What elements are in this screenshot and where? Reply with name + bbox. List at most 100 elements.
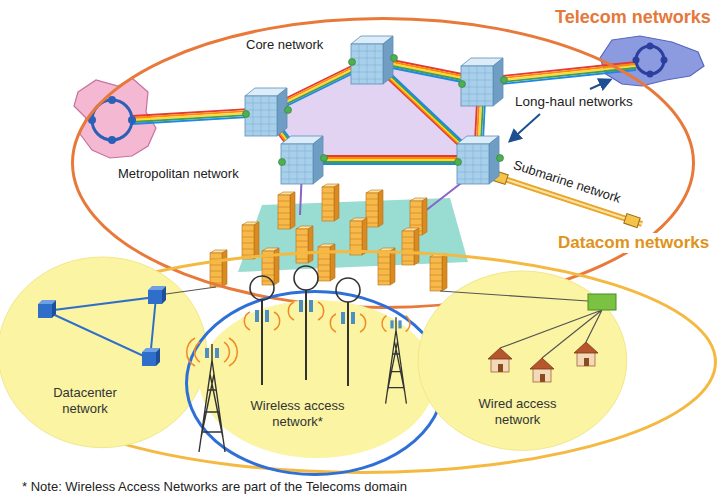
ring xyxy=(636,46,664,74)
callout-label: Long-haul networks xyxy=(515,94,633,110)
ring-node xyxy=(647,43,654,50)
network-blob xyxy=(199,300,435,458)
antenna-panel xyxy=(205,348,209,358)
domain-ellipse xyxy=(187,292,444,475)
dish xyxy=(336,278,360,302)
lattice-tower xyxy=(187,338,238,452)
access-links xyxy=(166,287,588,301)
mast xyxy=(347,302,349,386)
lattice-tower xyxy=(382,316,410,404)
leader-arrow xyxy=(590,80,610,89)
network-blob xyxy=(0,257,207,448)
core-buildings xyxy=(245,36,503,184)
metro-tower xyxy=(366,190,383,227)
port xyxy=(243,111,250,118)
metro-tower xyxy=(378,248,395,285)
house xyxy=(574,342,598,366)
network-label: Core network xyxy=(246,37,323,53)
leader-arrow xyxy=(510,114,540,141)
mast xyxy=(261,300,263,385)
network-label: Metropolitan network xyxy=(118,166,239,182)
map-region xyxy=(600,36,704,86)
access-link xyxy=(440,291,588,301)
network-name: Datacenter network xyxy=(40,385,130,416)
metro-tower xyxy=(296,226,313,263)
ports xyxy=(243,55,508,166)
metro-towers xyxy=(210,184,447,291)
house xyxy=(488,348,512,372)
antenna-mast xyxy=(244,266,365,386)
port xyxy=(391,55,398,62)
port xyxy=(321,155,328,162)
metro-tower xyxy=(318,244,335,281)
region-heading: Datacom networks xyxy=(556,233,711,253)
fiber-link xyxy=(302,155,478,157)
long-haul-arrows xyxy=(510,80,610,141)
wired-access xyxy=(488,294,616,382)
radio-waves xyxy=(187,338,238,366)
datacom-region: Datacom networksDatacenter networkWirele… xyxy=(5,250,717,474)
server-cube xyxy=(148,286,166,304)
server-cube xyxy=(38,300,56,318)
ring-node xyxy=(108,136,116,144)
ring-node xyxy=(633,57,640,64)
metro-tower xyxy=(350,218,367,255)
node-outline xyxy=(0,256,208,449)
ring-node xyxy=(647,71,654,78)
fiber-link xyxy=(482,68,636,84)
core-building xyxy=(245,88,287,136)
datacenter-network: Datacenter network xyxy=(0,256,208,449)
server-cube xyxy=(142,348,160,366)
antenna-panel xyxy=(390,320,393,328)
fiber-link xyxy=(482,70,636,86)
radio-waves xyxy=(382,316,410,332)
network-blob xyxy=(418,271,627,450)
wireless-towers xyxy=(187,266,410,452)
port xyxy=(501,77,508,84)
port xyxy=(349,59,356,66)
core-building xyxy=(351,36,393,84)
footnote: * Note: Wireless Access Networks are par… xyxy=(22,479,407,495)
port xyxy=(497,155,504,162)
fiber-link xyxy=(302,163,478,165)
core-building xyxy=(281,136,323,184)
datacenter-mesh xyxy=(38,286,166,366)
network-name: Wireless access network* xyxy=(240,398,355,429)
house xyxy=(530,358,554,382)
region-heading: Telecom networks xyxy=(553,7,713,29)
antenna-panel xyxy=(215,348,219,358)
antenna-panel xyxy=(299,300,303,312)
fiber-link xyxy=(302,157,478,159)
radio-waves xyxy=(244,302,365,332)
metro-tower xyxy=(402,228,419,265)
metro-tower xyxy=(322,184,339,221)
ring-node xyxy=(128,116,136,124)
core-building xyxy=(457,136,499,184)
access-link xyxy=(166,287,216,294)
repeater xyxy=(624,214,640,228)
metro-tower xyxy=(210,250,227,287)
network-name: Wired access network xyxy=(470,396,565,427)
network-label: Submarine network xyxy=(511,157,622,206)
ring-node xyxy=(108,96,116,104)
antenna-panel xyxy=(265,310,269,322)
node-outline xyxy=(71,17,695,309)
antenna-panel xyxy=(398,320,401,328)
metro-tower xyxy=(278,192,295,229)
antenna-panel xyxy=(351,312,355,324)
fiber-link xyxy=(302,161,478,163)
metro-tower xyxy=(242,222,259,259)
antenna-panel xyxy=(309,300,313,312)
port xyxy=(285,107,292,114)
antenna-panel xyxy=(341,312,345,324)
antenna-panel xyxy=(255,310,259,322)
tower-frame xyxy=(199,344,225,452)
port xyxy=(459,81,466,88)
core-building xyxy=(461,58,503,106)
metro-tower xyxy=(430,254,447,291)
telecom-region: Telecom networks xyxy=(71,17,695,309)
datacenter-link xyxy=(46,297,156,359)
mast xyxy=(305,290,307,380)
dish xyxy=(294,266,318,290)
